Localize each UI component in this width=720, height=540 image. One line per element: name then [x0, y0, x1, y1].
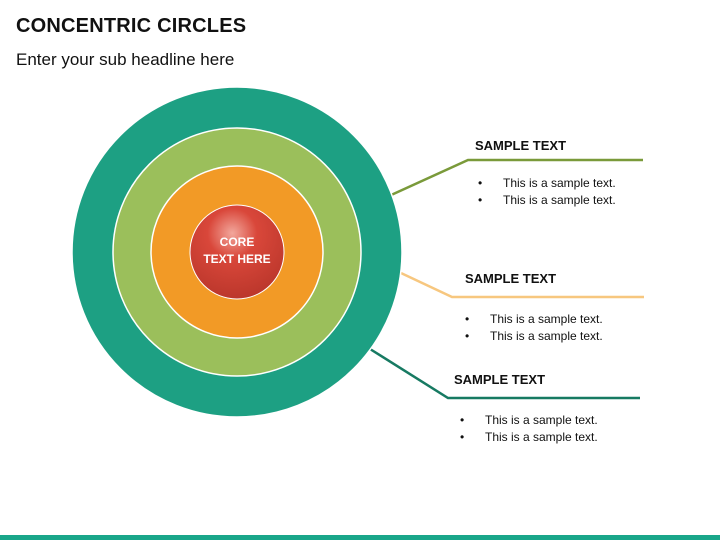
- panel-heading: SAMPLE TEXT: [454, 372, 546, 387]
- bullet-icon: •: [465, 329, 470, 343]
- info-panel-middle: SAMPLE TEXT • This is a sample text. • Thi…: [465, 271, 603, 345]
- core-label-line1: CORE: [220, 235, 255, 249]
- list-item: • This is a sample text.: [460, 412, 598, 429]
- bullet-list: • This is a sample text. • This is a sampl…: [465, 311, 603, 345]
- bullet-icon: •: [465, 312, 470, 326]
- list-item-text: This is a sample text.: [490, 312, 603, 326]
- info-panel-bottom: SAMPLE TEXT • This is a sample text. • Thi…: [454, 372, 598, 446]
- list-item: • This is a sample text.: [478, 192, 616, 209]
- list-item-text: This is a sample text.: [503, 193, 616, 207]
- panel-heading: SAMPLE TEXT: [475, 138, 567, 153]
- bullet-list: • This is a sample text. • This is a sampl…: [478, 175, 616, 209]
- list-item: • This is a sample text.: [478, 175, 616, 192]
- list-item: • This is a sample text.: [465, 311, 603, 328]
- list-item-text: This is a sample text.: [503, 176, 616, 190]
- connector-line-top: [355, 158, 643, 213]
- panel-heading: SAMPLE TEXT: [465, 271, 557, 286]
- list-item-text: This is a sample text.: [485, 430, 598, 444]
- list-item: • This is a sample text.: [460, 429, 598, 446]
- list-item-text: This is a sample text.: [485, 413, 598, 427]
- footer-bar: [0, 535, 720, 540]
- page-subtitle: Enter your sub headline here: [16, 50, 235, 69]
- list-item: • This is a sample text.: [465, 328, 603, 345]
- connector-line-bottom: [369, 347, 640, 400]
- page-title: CONCENTRIC CIRCLES: [16, 15, 247, 37]
- info-panel-top: SAMPLE TEXT • This is a sample text. • Thi…: [475, 138, 616, 209]
- bullet-icon: •: [478, 193, 483, 207]
- bullet-icon: •: [460, 430, 465, 444]
- bullet-icon: •: [460, 413, 465, 427]
- list-item-text: This is a sample text.: [490, 329, 603, 343]
- bullet-list: • This is a sample text. • This is a sampl…: [460, 412, 598, 446]
- bullet-icon: •: [478, 176, 483, 190]
- core-label-line2: TEXT HERE: [203, 252, 270, 266]
- core-circle: [189, 204, 285, 300]
